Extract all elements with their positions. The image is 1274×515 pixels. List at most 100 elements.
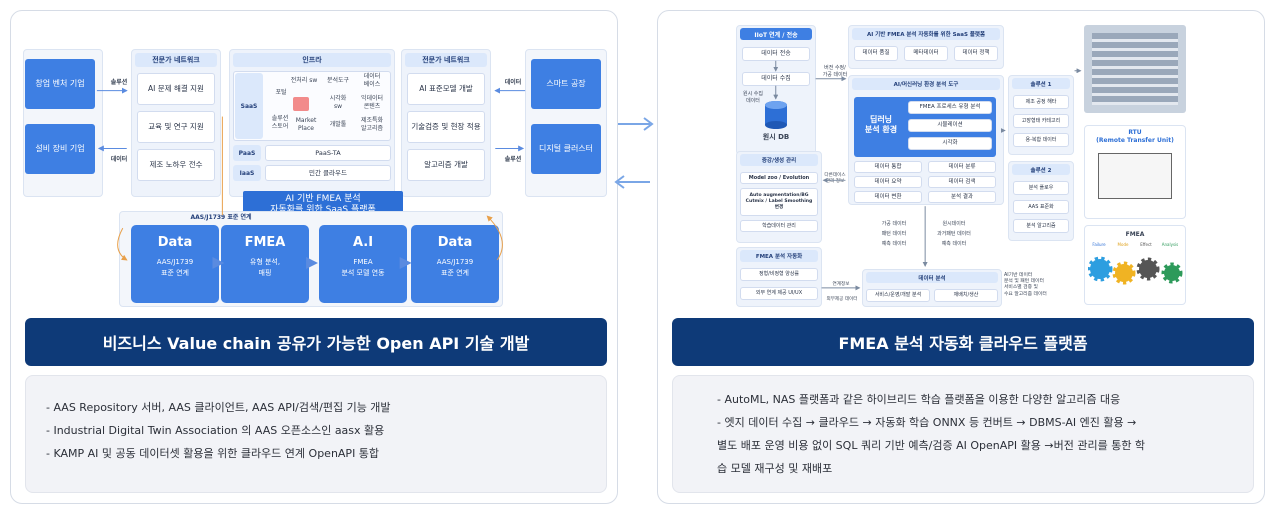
visual-sw-label: 시각화 sw: [329, 95, 347, 110]
gear-label: Mode: [1117, 242, 1129, 247]
data-grid-cell: 데이터 변환: [854, 191, 922, 203]
data-grid-cell: 데이터 요약: [854, 176, 922, 188]
data-grid-cell: 데이터 분류: [928, 161, 996, 173]
expert-item: 교육 및 연구 지원: [137, 111, 215, 143]
data-collect-box: 데이터 수집: [742, 72, 810, 86]
sol1-item: 제조 공정 해타: [1013, 95, 1069, 109]
dl-item: 시뮬레이션: [908, 119, 992, 132]
fmea-image-title: FMEA: [1125, 231, 1145, 238]
right-panel: IIoT 연계 / 전송 데이터 전송 데이터 수집 원시 수집 데이터 원시 …: [657, 10, 1265, 504]
solution-store-label: 솔루션 스토어: [271, 115, 289, 130]
left-description: - AAS Repository 서버, AAS 클라이언트, AAS API/…: [25, 375, 607, 493]
raw-db-label: 원시 DB: [762, 133, 790, 141]
desc-line: - AAS Repository 서버, AAS 클라이언트, AAS API/…: [46, 401, 391, 414]
server-rack-image: [1084, 25, 1186, 113]
data-grid-cell: 데이터 검색: [928, 176, 996, 188]
right-title: FMEA 분석 자동화 클라우드 플랫폼: [672, 318, 1254, 366]
expert2-item: 기술검증 및 현장 적용: [407, 111, 485, 143]
gear-label: Effect: [1140, 242, 1152, 247]
data-analysis-item: 재배치/생산: [934, 289, 998, 302]
desc-line: - AutoML, NAS 플랫폼과 같은 하이브리드 학습 플랫폼을 이용한 …: [717, 393, 1121, 406]
expert-title-right: 전문가 네트워크: [405, 53, 487, 67]
desc-line: - Industrial Digital Twin Association 의 …: [46, 424, 385, 438]
raw-collect-label: 원시 수집 데이터: [743, 91, 763, 104]
dl-item: FMEA 프로세스 유형 분석: [908, 101, 992, 114]
link-info-label: 연계정보: [832, 282, 850, 287]
solution-label-right: 솔루션: [504, 156, 522, 163]
dl-item: 시각화: [908, 137, 992, 150]
data-analysis-item: 서비스/운영/개발 분석: [866, 289, 930, 302]
desc-line: - 엣지 데이터 수집 → 클라우드 → 자동화 학습 ONNX 등 컨버트 →…: [717, 416, 1137, 430]
sol2-item: 분석 플로우: [1013, 181, 1069, 195]
smart-factory-box: 스마트 공장: [531, 59, 601, 109]
portal-label: 포털: [275, 89, 287, 96]
learning-content-label: 익데이터 콘텐츠: [360, 95, 384, 110]
data-label: 데이터: [110, 156, 128, 163]
expert2-item: 알고리즘 개발: [407, 149, 485, 181]
right-description: - AutoML, NAS 플랫폼과 같은 하이브리드 학습 플랫폼을 이용한 …: [672, 375, 1254, 493]
private-cloud-box: 민간 클라우드: [265, 165, 391, 181]
left-panel: 창업 벤처 기업 설비 장비 기업 솔루션 데이터 전문가 네트워크 AI 문제…: [10, 10, 618, 504]
expert-item: 제조 노하우 전수: [137, 149, 215, 181]
developer-tool-label: 개발툴: [329, 121, 347, 128]
aug-title: 증강/생성 관리: [740, 154, 818, 166]
expert2-item: AI 표준모델 개발: [407, 73, 485, 105]
mfg-algo-label: 제조특화 알고리즘: [360, 117, 384, 132]
mid-left-label: 가공 데이터 패턴 데이터 예측 데이터: [881, 221, 907, 247]
paas-ta-box: PaaS-TA: [265, 145, 391, 161]
infra-title: 인프라: [233, 53, 391, 67]
digital-cluster-box: 디지털 클러스터: [531, 124, 601, 174]
saas-label: SaaS: [235, 73, 263, 139]
expert-title-left: 전문가 네트워크: [135, 53, 217, 67]
ai-note-label: AI기반 데이터 분석 및 패턴 데이터 서비스별 검증 및 수요 알고리즘 데…: [1004, 273, 1047, 297]
data-grid-cell: 분석 결과: [928, 191, 996, 203]
analysis-tool-label: 분석도구: [326, 77, 350, 84]
data-grid-cell: 데이터 통합: [854, 161, 922, 173]
database-icon: [765, 101, 787, 129]
paas-label: PaaS: [233, 145, 261, 161]
expert-item: AI 문제 해결 지원: [137, 73, 215, 105]
database-label: 데이터 베이스: [363, 73, 381, 88]
saas-top-title: AI 기반 FMEA 분석 자동화를 위한 SaaS 플랫폼: [852, 28, 1000, 40]
fmea-auto-item: 정형/비정형 양상률: [740, 268, 818, 281]
sol2-item: 분석 알고리즘: [1013, 219, 1069, 233]
db-info-label: 다른데이스 관리 정보: [824, 173, 846, 184]
sol1-title: 솔루션 1: [1012, 78, 1070, 89]
model-zoo-box: Model zoo / Evolution: [740, 172, 818, 184]
version-label: 버전 수정/ 가공 데이터: [822, 65, 848, 78]
gear-label: Failure: [1092, 242, 1106, 247]
ext-data-label: 외부제공 데이터: [826, 297, 858, 302]
saas-item: 데이터 정책: [954, 46, 998, 61]
market-place-label: Market Place: [295, 117, 317, 132]
desc-line: 별도 배포 운영 비용 없이 SQL 쿼리 기반 예측/검증 AI OpenAP…: [717, 439, 1146, 453]
iiot-title: IIoT 연계 / 전송: [740, 28, 812, 40]
solution-label: 솔루션: [110, 79, 128, 86]
desc-line: 습 모델 재구성 및 재배포: [717, 462, 833, 476]
ml-title: AI/머신러닝 환경 분석 도구: [852, 78, 1000, 90]
fmea-auto-item: 외부 연계 제공 UI/UX: [740, 287, 818, 300]
preproc-label: 전처리 sw: [290, 77, 318, 84]
data-label-right: 데이터: [504, 79, 522, 86]
startup-box: 창업 벤처 기업: [25, 59, 95, 109]
left-title: 비즈니스 Value chain 공유가 가능한 Open API 기술 개발: [25, 318, 607, 366]
sol2-title: 솔루션 2: [1012, 164, 1070, 175]
saas-item: 메타데이터: [904, 46, 948, 61]
dl-env-label: 딥러닝 분석 환경: [864, 115, 898, 135]
desc-line: - KAMP AI 및 공동 데이터셋 활용을 위한 클라우드 연계 OpenA…: [46, 447, 380, 461]
fmea-gears-icon: [1088, 256, 1183, 285]
auto-aug-box: Auto augmentation/BG Cutmix / Label Smoo…: [740, 188, 818, 216]
data-analysis-title: 데이터 분석: [866, 272, 998, 283]
fmea-auto-title: FMEA 분석 자동화: [740, 250, 818, 262]
market-icon: [293, 97, 309, 111]
sol1-item: 고장형태 카테고리: [1013, 114, 1069, 128]
aas-title: AAS/J1739 표준 연계: [190, 214, 252, 221]
rtu-title: RTU (Remote Transfer Unit): [1096, 129, 1174, 144]
iaas-label: IaaS: [233, 165, 261, 181]
center-arrows: [614, 117, 654, 189]
mid-right-label: 원시데이터 과거패턴 데이터 예측 데이터: [937, 221, 971, 247]
sol1-item: 용-복합 데이터: [1013, 133, 1069, 147]
